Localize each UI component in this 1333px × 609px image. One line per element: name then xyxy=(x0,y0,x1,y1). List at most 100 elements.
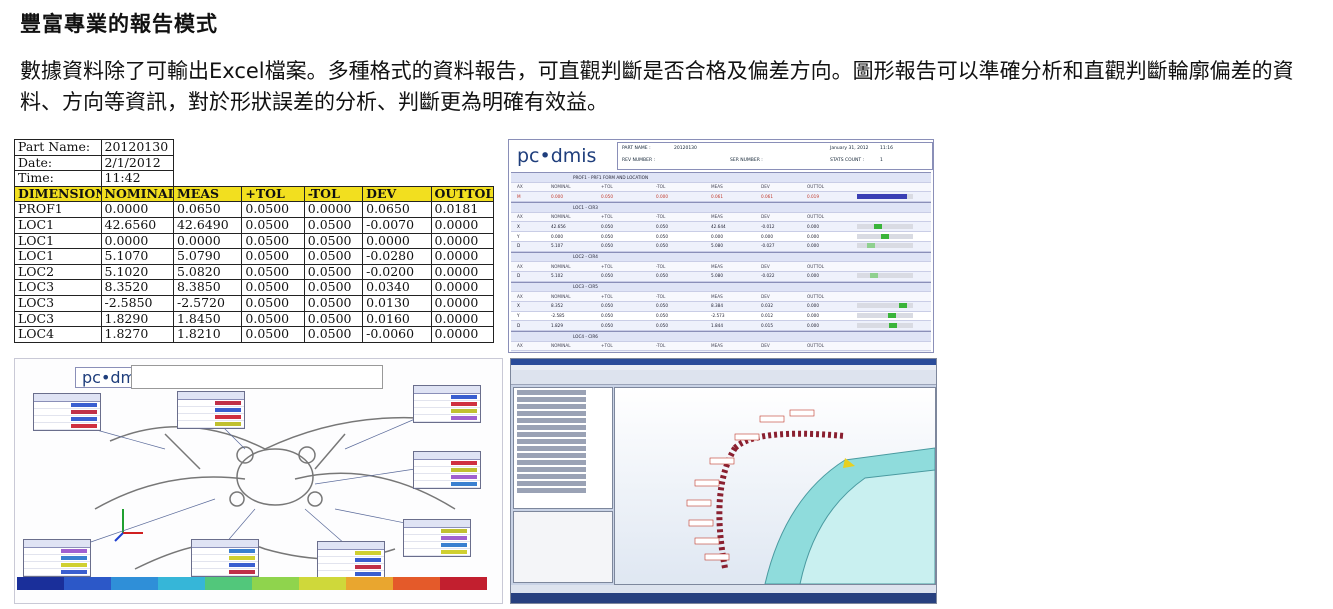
excel-cell: 0.0500 xyxy=(303,310,364,328)
report-value: 0.050 xyxy=(656,322,668,328)
cad-part-model xyxy=(686,409,936,585)
excel-cell: 0.0500 xyxy=(241,201,305,218)
excel-meta-label: Date: xyxy=(14,154,102,172)
report-value: 1.829 xyxy=(551,322,563,328)
report-value: 0.050 xyxy=(601,313,613,319)
report-section-title: LOC4 - CIR6 xyxy=(511,331,931,342)
excel-column-header: DIMENSION xyxy=(14,185,102,203)
feature-deviation-table xyxy=(191,539,259,577)
excel-cell: 0.0000 xyxy=(430,294,495,312)
excel-cell: 0.0160 xyxy=(362,310,432,328)
deviation-bar-marker xyxy=(867,243,875,249)
report-value: 0.000 xyxy=(656,193,668,199)
deviation-bar-marker xyxy=(887,313,896,319)
excel-cell: 0.0000 xyxy=(362,232,432,250)
report-value: 0.050 xyxy=(656,233,668,239)
report-value: 0.050 xyxy=(601,303,613,309)
description-paragraph: 數據資料除了可輸出Excel檔案。多種格式的資料報告，可直觀判斷是否合格及偏差方… xyxy=(20,59,1294,114)
excel-cell: 0.0500 xyxy=(303,216,364,234)
report-value: 5.107 xyxy=(551,243,563,249)
deviation-bar-marker xyxy=(857,193,908,199)
excel-cell: 0.0500 xyxy=(303,279,364,296)
report-value: -2.573 xyxy=(711,313,725,319)
pcdmis-logo: pc•dmis xyxy=(517,145,597,167)
toolbar xyxy=(511,370,936,385)
status-bar xyxy=(511,585,936,593)
feature-deviation-table xyxy=(317,541,385,579)
report-value: 0.015 xyxy=(761,322,773,328)
feature-deviation-table xyxy=(403,519,471,557)
deviation-bar xyxy=(857,313,913,319)
excel-cell: LOC1 xyxy=(14,216,102,234)
excel-cell: LOC3 xyxy=(14,310,102,328)
excel-cell: -2.5850 xyxy=(100,294,174,312)
report-column-header: DEV xyxy=(761,293,770,299)
report-value: 8.352 xyxy=(551,303,563,309)
report-column-header: MEAS xyxy=(711,343,723,349)
excel-cell: LOC3 xyxy=(14,294,102,312)
report-column-header: OUTTOL xyxy=(807,343,825,349)
report-section-title: LOC2 - CIR4 xyxy=(511,251,931,263)
graphic-report: pc•dmis xyxy=(14,358,503,604)
excel-cell: 0.0500 xyxy=(241,216,305,234)
report-value: Y xyxy=(517,233,520,239)
excel-column-header: MEAS xyxy=(172,185,243,203)
feature-deviation-table xyxy=(413,385,481,423)
report-column-header: DEV xyxy=(761,343,770,349)
report-column-header: NOMINAL xyxy=(551,184,571,190)
excel-cell: LOC2 xyxy=(14,263,102,281)
report-value: 0.000 xyxy=(807,243,819,249)
report-value: 0.050 xyxy=(601,322,613,328)
excel-column-header: OUTTOL xyxy=(430,185,495,203)
report-value: 0.019 xyxy=(807,193,819,199)
report-section-title-text: LOC2 - CIR4 xyxy=(573,254,598,259)
report-value: 1.844 xyxy=(711,322,723,328)
report-column-header: AX xyxy=(517,293,523,299)
report-value: 0.050 xyxy=(601,233,613,239)
report-value: 0.050 xyxy=(656,303,668,309)
report-value: 0.000 xyxy=(551,233,563,239)
report-column-header: DEV xyxy=(761,214,770,220)
excel-cell: 1.8210 xyxy=(172,326,243,343)
report-value: 8.384 xyxy=(711,303,723,309)
report-value: -0.027 xyxy=(761,243,775,249)
report-value: 5.080 xyxy=(711,243,723,249)
report-column-header: OUTTOL xyxy=(807,293,825,299)
report-value: 0.000 xyxy=(807,322,819,328)
report-column-header: AX xyxy=(517,263,523,269)
report-column-header: MEAS xyxy=(711,214,723,220)
report-column-header: NOMINAL xyxy=(551,343,571,349)
report-column-header: DEV xyxy=(761,184,770,190)
report-column-header: OUTTOL xyxy=(807,184,825,190)
report-value: 0.000 xyxy=(761,233,773,239)
feature-deviation-table xyxy=(177,391,245,429)
report-column-header: NOMINAL xyxy=(551,214,571,220)
report-value: Y xyxy=(517,313,520,319)
menu-bar xyxy=(511,365,936,370)
report-value: -0.012 xyxy=(761,223,775,229)
report-value: 0.050 xyxy=(601,243,613,249)
report-value: D xyxy=(517,322,521,328)
excel-cell: 0.0500 xyxy=(303,232,364,250)
feature-deviation-table xyxy=(23,539,91,577)
excel-cell: 0.0500 xyxy=(241,294,305,312)
report-value: X xyxy=(517,223,520,229)
excel-cell: 8.3850 xyxy=(172,279,243,296)
excel-cell: 0.0000 xyxy=(100,201,174,218)
excel-meta-label: Part Name: xyxy=(14,139,102,156)
report-column-header: NOMINAL xyxy=(551,293,571,299)
report-value: -2.585 xyxy=(551,313,565,319)
report-value: 0.000 xyxy=(807,223,819,229)
excel-cell: 0.0500 xyxy=(241,263,305,281)
excel-cell: 0.0500 xyxy=(241,326,305,343)
report-value: 0.050 xyxy=(656,223,668,229)
